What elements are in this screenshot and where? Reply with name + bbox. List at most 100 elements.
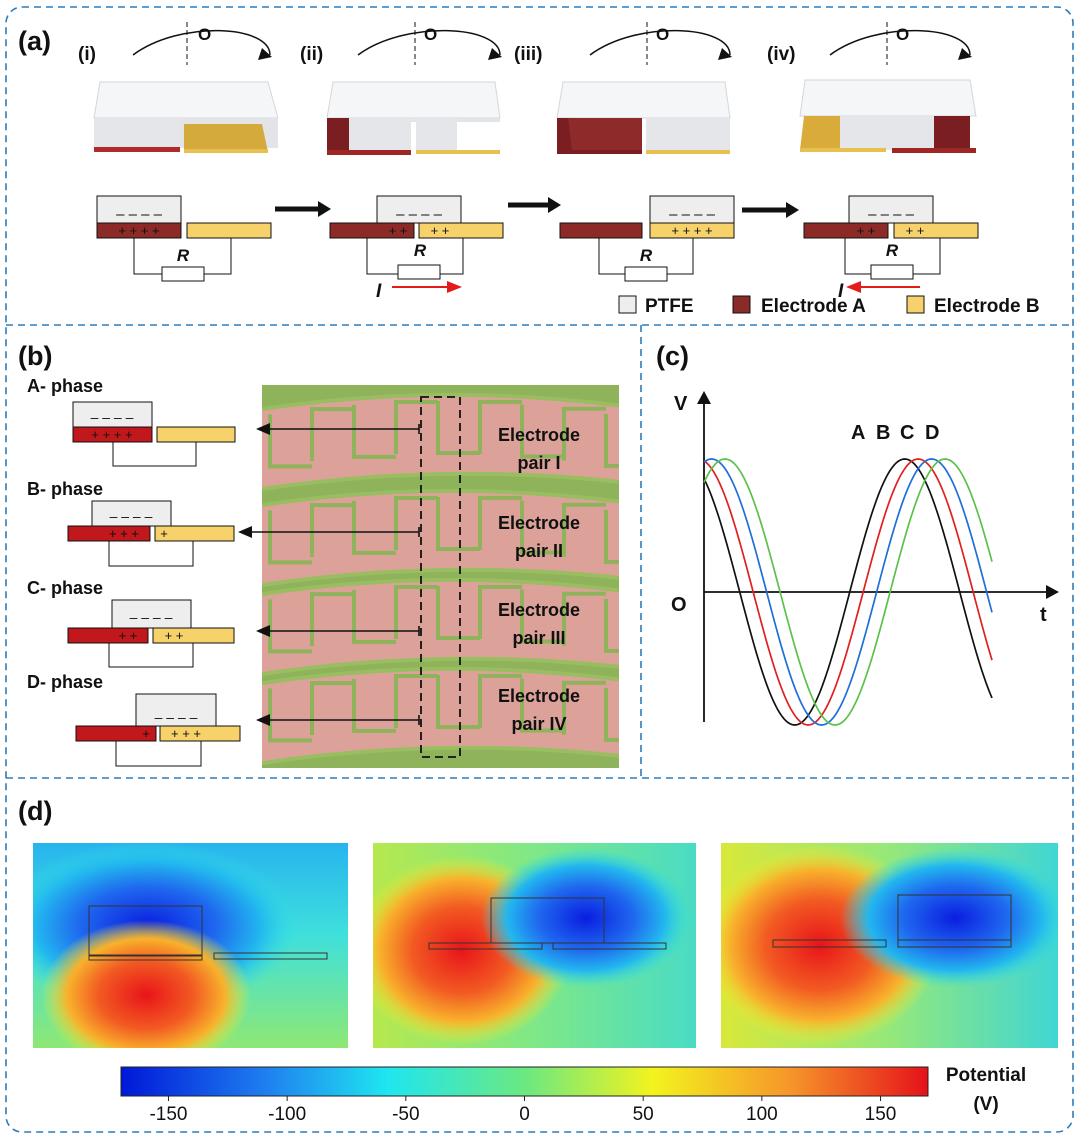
- panel-d: (d): [18, 796, 1058, 1125]
- map-1-outlines: [88, 905, 328, 961]
- state-label: (ii): [300, 44, 323, 65]
- state-label: (iv): [767, 44, 796, 65]
- ptfe-charge: – – – –: [110, 508, 153, 524]
- phase-name: B- phase: [27, 479, 103, 499]
- ptfe-charge: – – – –: [91, 409, 134, 425]
- electrode-b-charge: + +: [165, 628, 184, 643]
- legend-b: Electrode B: [934, 296, 1040, 317]
- ptfe-rect: [96, 195, 182, 224]
- legend-a: Electrode A: [761, 296, 866, 317]
- pair-label-line2: pair I: [517, 453, 560, 473]
- electrode-b-rect: [893, 222, 979, 239]
- electrode-b-3d: [416, 150, 500, 154]
- legend-ptfe: PTFE: [645, 296, 694, 317]
- electrode-b-3d: [184, 124, 268, 152]
- comb-electrode: [268, 495, 619, 565]
- electrode-pair-band: [262, 666, 619, 766]
- pair-label-line2: pair II: [515, 541, 563, 561]
- colorbar-tick-label: 0: [519, 1104, 530, 1125]
- x-axis-label: t: [1040, 604, 1047, 626]
- wave-b: [703, 458, 993, 726]
- ptfe-leg: [349, 118, 411, 154]
- comb-electrode: [268, 673, 619, 743]
- electrode-b-3d: [646, 150, 730, 154]
- pointer-arrows: [250, 424, 420, 725]
- electrode-b-charge: + + +: [171, 726, 201, 741]
- electrode-a-charge: + +: [119, 628, 138, 643]
- resistor-label: R: [886, 241, 899, 260]
- pair-label-line2: pair IV: [511, 714, 566, 734]
- ptfe-charge: – – – –: [116, 206, 163, 223]
- rotation-arrow: [132, 29, 271, 56]
- wave-c: [703, 458, 993, 726]
- resistor-label: R: [640, 246, 653, 265]
- map-2-outlines: [428, 897, 667, 950]
- comb-electrode: [268, 399, 619, 469]
- electrode-pad-image: [262, 385, 619, 768]
- axis-label: O: [198, 25, 211, 44]
- pointer-arrowheads: [238, 423, 270, 726]
- electrode-a-charge: + + +: [109, 526, 139, 541]
- ptfe-charge: – – – –: [396, 206, 443, 223]
- series-label-a: A: [851, 422, 865, 444]
- phase-c: C- phase – – – – + + + +: [27, 578, 235, 668]
- phase-b: B- phase – – – – + + + +: [27, 479, 235, 567]
- pair-label-line1: Electrode: [498, 513, 580, 533]
- electrode-b-rect: [186, 222, 272, 239]
- panel-d-label: (d): [18, 796, 52, 826]
- state-label: (iii): [514, 44, 543, 65]
- colorbar-tick-label: 150: [865, 1104, 897, 1125]
- legend: PTFE Electrode A Electrode B: [618, 295, 1040, 317]
- electrode-a-charge: + + + +: [118, 223, 159, 238]
- ptfe-charge: – – – –: [130, 609, 173, 625]
- state-label: (i): [78, 44, 96, 65]
- state-ii: (ii) O + + – – – – + + R I: [300, 22, 504, 302]
- colorbar-tick-label: -150: [149, 1104, 187, 1125]
- electrode-b-3d: [800, 116, 840, 150]
- phase-a: A- phase – – – – + + + +: [27, 376, 236, 467]
- phase-name: D- phase: [27, 672, 103, 692]
- comb-electrode: [268, 584, 619, 654]
- electrode-b-charge: + +: [906, 223, 925, 238]
- panel-borders: [5, 6, 1074, 1133]
- selection-box: [420, 396, 461, 758]
- axis-label: O: [656, 25, 669, 44]
- arrowhead: [258, 48, 272, 60]
- ptfe-leg: [94, 118, 180, 151]
- electrode-a-rect: [559, 222, 643, 239]
- resistor: [161, 266, 205, 282]
- panel-a: (a) (i) O – – – – + + + + R: [18, 22, 1040, 317]
- axis-label: O: [896, 25, 909, 44]
- colorbar-unit: (V): [973, 1094, 998, 1115]
- ptfe-charge: – – – –: [868, 206, 915, 223]
- wave-a: [703, 458, 993, 726]
- pair-label-line1: Electrode: [498, 425, 580, 445]
- panel-b-label: (b): [18, 341, 52, 371]
- panel-c: (c) V t O A B C D: [656, 341, 1059, 726]
- ptfe-charge: – – – –: [669, 206, 716, 223]
- current-label: I: [376, 281, 382, 302]
- resistor: [870, 264, 914, 280]
- electrode-a-rect: [803, 222, 889, 239]
- electrode-b-charge: + +: [431, 223, 450, 238]
- electrode-pair-band: [262, 577, 619, 677]
- electrode-pair-band: [262, 392, 619, 492]
- ptfe-leg: [646, 118, 730, 152]
- electrode-a-3d: [932, 116, 970, 150]
- electrode-b-rect: [649, 222, 735, 239]
- colorbar-tick-label: -100: [268, 1104, 306, 1125]
- state-iv: (iv) O + + – – – – + + R I: [767, 22, 979, 302]
- electrode-a-charge: + + + +: [91, 427, 132, 442]
- electrode-a-charge: + +: [857, 223, 876, 238]
- colorbar-tick-label: 50: [633, 1104, 654, 1125]
- electrode-b-charge: +: [160, 526, 168, 541]
- series-label-d: D: [925, 422, 939, 444]
- ptfe-rect: [848, 195, 934, 224]
- colorbar-tick-label: -50: [392, 1104, 419, 1125]
- panel-c-label: (c): [656, 341, 689, 371]
- colorbar-tick-label: 100: [746, 1104, 778, 1125]
- resistor-label: R: [177, 246, 190, 265]
- state-iii: (iii) O – – – – + + + + R: [514, 22, 735, 282]
- electrode-b-rect: [418, 222, 504, 239]
